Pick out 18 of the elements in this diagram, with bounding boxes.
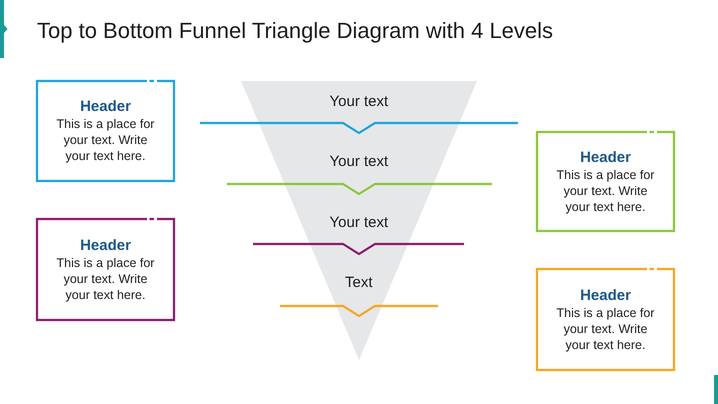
box-header: Header: [80, 98, 131, 116]
box-header: Header: [580, 148, 631, 166]
level-text: Your text: [330, 93, 388, 111]
level-text: Text: [345, 274, 373, 292]
funnel-triangle: [241, 81, 477, 360]
box-text: This is a place for your text. Write your text here.: [56, 254, 156, 302]
level-text: Your text: [330, 153, 388, 171]
box-header: Header: [580, 286, 631, 304]
box-header: Header: [80, 236, 131, 254]
box-text: This is a place for your text. Write your text here.: [556, 166, 656, 214]
box-text: This is a place for your text. Write your text here.: [56, 116, 156, 164]
text-box: [536, 268, 675, 371]
text-box: [36, 80, 175, 182]
text-box: [536, 131, 675, 232]
box-text: This is a place for your text. Write your text here.: [556, 304, 656, 352]
level-text: Your text: [330, 214, 388, 232]
text-box: [36, 218, 175, 321]
slide-title: Top to Bottom Funnel Triangle Diagram with 4 Levels: [37, 17, 554, 45]
